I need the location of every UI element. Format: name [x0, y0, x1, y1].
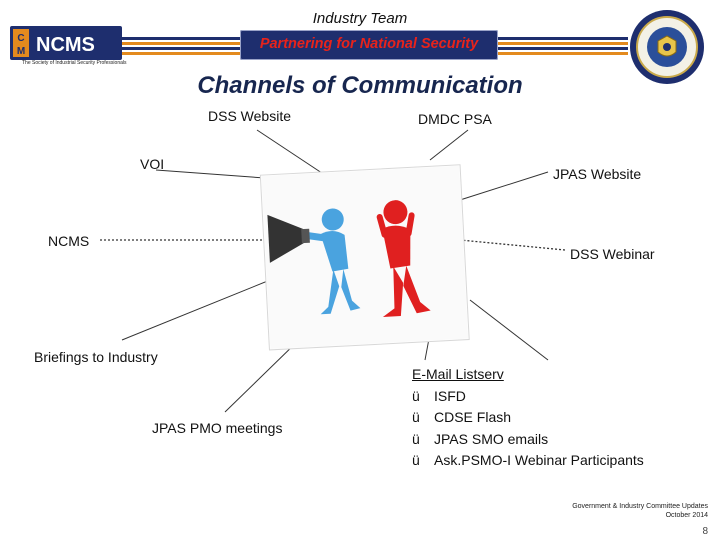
list-item-label: CDSE Flash [434, 409, 512, 425]
list-item-label: Ask.PSMO-I Webinar Participants [434, 452, 644, 468]
list-item: ü CDSE Flash [412, 407, 644, 429]
list-item: ü Ask.PSMO-I Webinar Participants [412, 450, 644, 472]
line-briefings [121, 277, 276, 341]
list-item-label: ISFD [434, 387, 466, 404]
center-illustration [259, 164, 470, 351]
logo-name: NCMS [36, 34, 95, 56]
checkmark-icon: ü [412, 387, 420, 404]
list-item: ü ISFD [412, 386, 644, 408]
checkmark-icon: ü [412, 452, 420, 468]
label-briefings: Briefings to Industry [34, 349, 158, 365]
checkmark-icon: ü [412, 409, 420, 425]
label-dss-website: DSS Website [208, 108, 291, 124]
label-dmdc-psa: DMDC PSA [418, 111, 492, 127]
line-dss-webinar [459, 239, 566, 251]
label-voi: VOI [140, 156, 165, 172]
line-listserv-2 [469, 299, 549, 361]
header-banner: Partnering for National Security [240, 30, 498, 60]
label-jpas-website: JPAS Website [553, 166, 642, 182]
page-number: 8 [702, 526, 708, 537]
line-dmdc-psa [429, 129, 469, 161]
header-stripes-right [498, 37, 628, 55]
slide-title: Channels of Communication [197, 72, 523, 99]
footer-line-1: Government & Industry Committee Updates [572, 503, 708, 510]
label-ncms: NCMS [48, 233, 90, 249]
footer-line-2: October 2014 [665, 512, 708, 519]
ncms-logo: C M NCMS [10, 26, 122, 60]
label-jpas-pmo: JPAS PMO meetings [152, 420, 283, 436]
logo-letter-c: C [17, 33, 24, 44]
blue-figure-icon [267, 208, 361, 315]
banner-text: Partnering for National Security [259, 36, 479, 52]
footer-text: Government & Industry Committee Updates … [572, 502, 708, 520]
line-voi [155, 169, 266, 179]
line-jpas-website [459, 171, 549, 201]
logo-tagline: The Society of Industrial Security Profe… [22, 60, 127, 66]
list-item: ü JPAS SMO emails [412, 429, 644, 451]
label-dss-webinar: DSS Webinar [570, 246, 655, 262]
listserv-heading: E-Mail Listserv [412, 366, 504, 382]
red-figure-icon [376, 200, 431, 317]
header-title: Industry Team [312, 10, 408, 27]
seal-emblem [630, 10, 704, 84]
header-stripes-left [120, 37, 240, 55]
logo-letter-m: M [17, 46, 25, 57]
checkmark-icon: ü [412, 430, 420, 447]
list-item-label: JPAS SMO emails [434, 430, 549, 447]
